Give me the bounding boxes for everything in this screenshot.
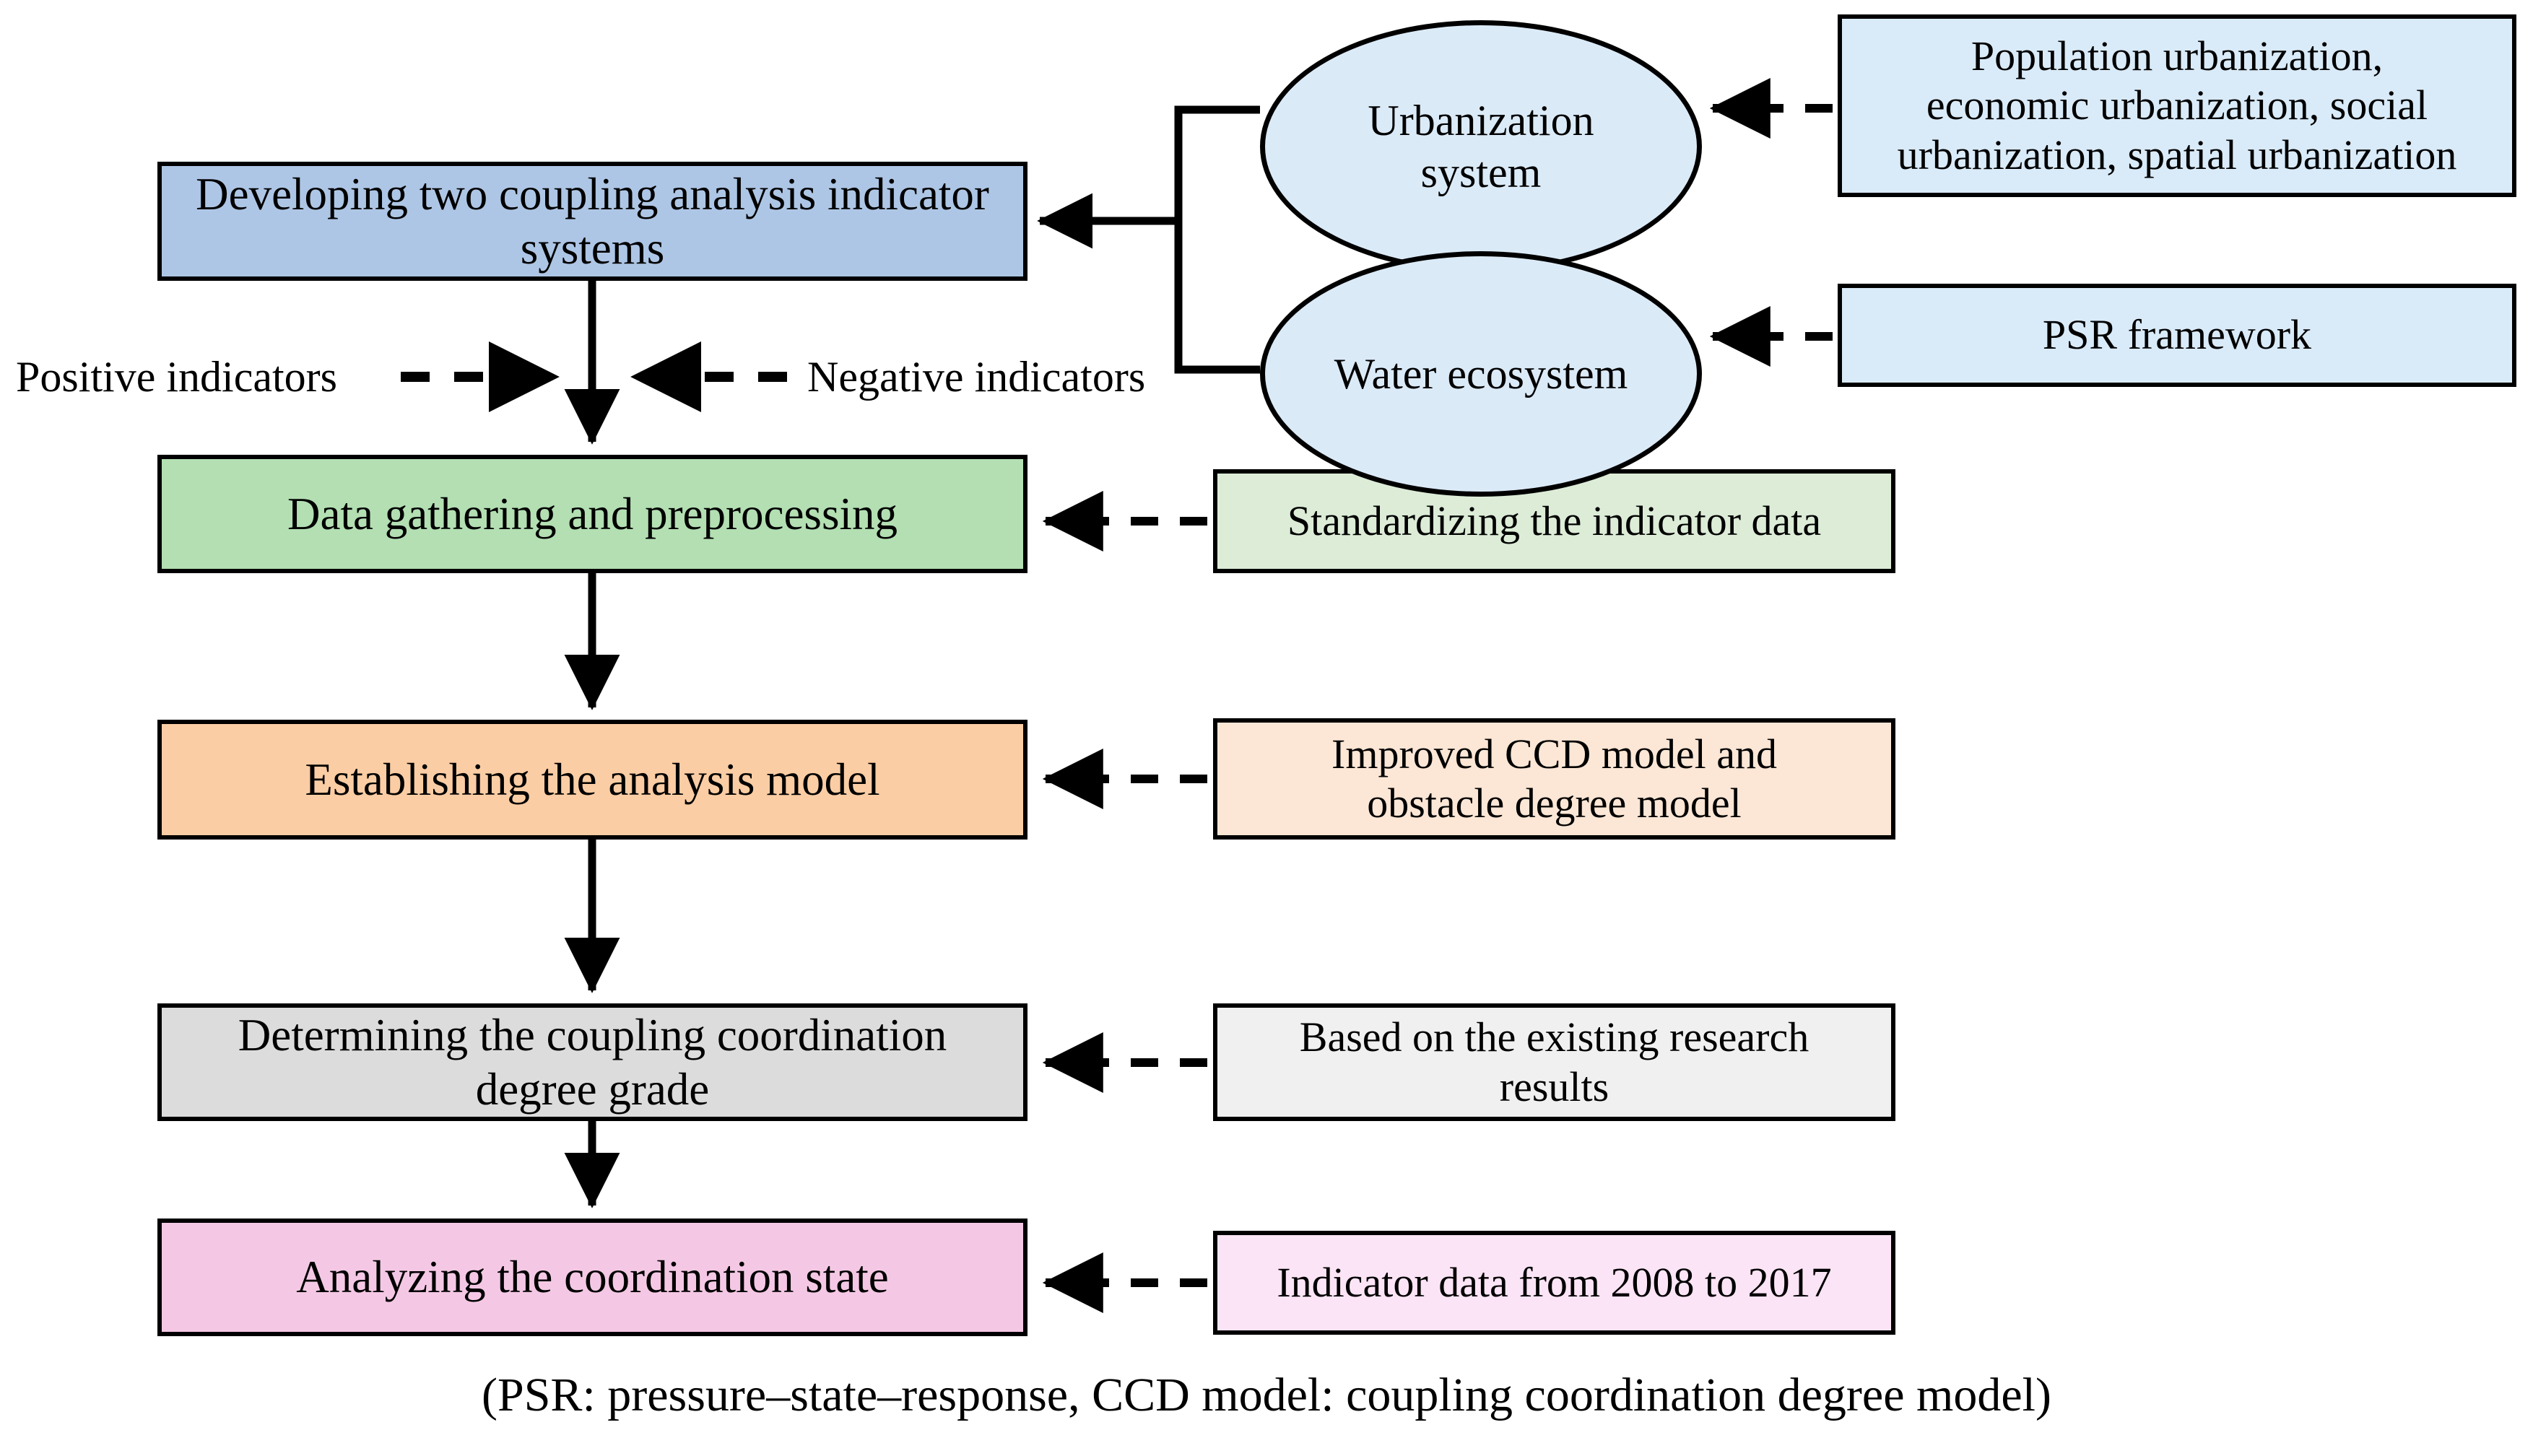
legend-positive-indicators: Positive indicators: [16, 353, 337, 401]
note-improved-ccd-model[interactable]: Improved CCD model and obstacle degree m…: [1213, 718, 1895, 840]
node-label: Data gathering and preprocessing: [287, 488, 898, 539]
note-population-urbanization-dimensions[interactable]: Population urbanization, economic urbani…: [1838, 14, 2516, 197]
node-establishing-analysis-model[interactable]: Establishing the analysis model: [157, 720, 1027, 840]
node-label: Developing two coupling analysis indicat…: [196, 169, 989, 274]
node-label: Establishing the analysis model: [305, 754, 880, 805]
legend-negative-indicators: Negative indicators: [807, 353, 1146, 401]
note-psr-framework[interactable]: PSR framework: [1838, 284, 2516, 387]
node-label: Analyzing the coordination state: [296, 1252, 889, 1303]
node-water-ecosystem[interactable]: Water ecosystem: [1260, 251, 1702, 497]
node-developing-indicator-systems[interactable]: Developing two coupling analysis indicat…: [157, 162, 1027, 281]
node-determining-coordination-grade[interactable]: Determining the coupling coordination de…: [157, 1003, 1027, 1121]
note-label: Based on the existing research results: [1299, 1013, 1809, 1110]
note-label: Indicator data from 2008 to 2017: [1277, 1258, 1832, 1306]
note-label: Standardizing the indicator data: [1287, 497, 1822, 544]
ellipse-label: Water ecosystem: [1334, 350, 1628, 398]
figure-caption: (PSR: pressure–state–response, CCD model…: [482, 1369, 2051, 1421]
bracket-systems-to-develop: [1174, 105, 1260, 374]
note-label: Population urbanization, economic urbani…: [1897, 32, 2457, 178]
ellipse-label: Urbanization system: [1368, 97, 1594, 196]
note-indicator-data-2008-2017[interactable]: Indicator data from 2008 to 2017: [1213, 1231, 1895, 1335]
node-label: Determining the coupling coordination de…: [238, 1010, 947, 1115]
node-urbanization-system[interactable]: Urbanization system: [1260, 20, 1702, 273]
note-label: Improved CCD model and obstacle degree m…: [1331, 730, 1777, 827]
note-based-on-existing-research[interactable]: Based on the existing research results: [1213, 1003, 1895, 1121]
node-data-gathering-preprocessing[interactable]: Data gathering and preprocessing: [157, 455, 1027, 573]
node-analyzing-coordination-state[interactable]: Analyzing the coordination state: [157, 1219, 1027, 1336]
note-label: PSR framework: [2042, 311, 2312, 359]
